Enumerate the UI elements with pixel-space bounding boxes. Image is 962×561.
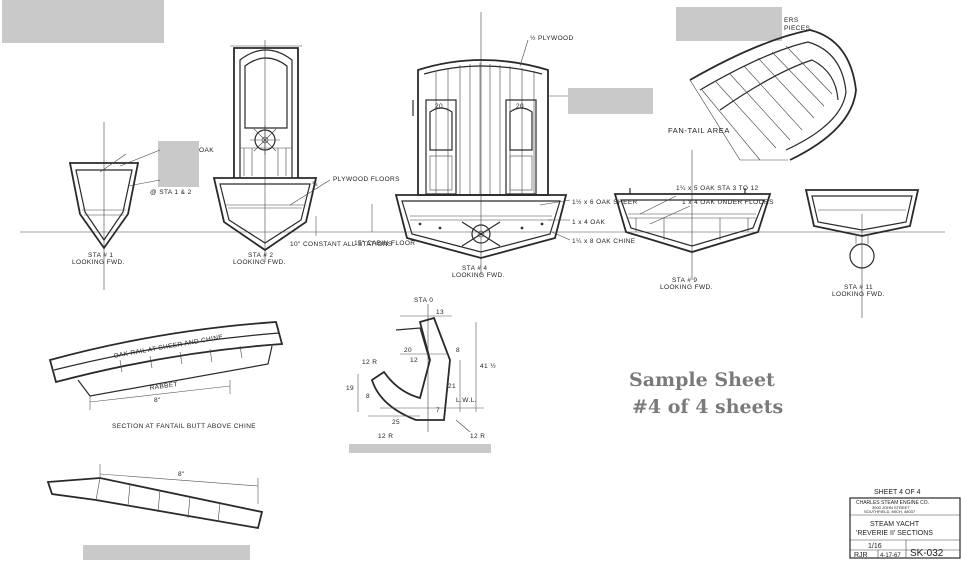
- title-block-city: SOUTHFIELD, MICH. 48037: [864, 509, 916, 514]
- label-constant-all-stations: 10" CONSTANT ALL STATIONS: [290, 241, 393, 248]
- label-dim-8-mid: 8": [154, 397, 161, 404]
- label-sta11-looking: LOOKING FWD.: [832, 291, 885, 298]
- station-11-section: [804, 189, 920, 318]
- label-oak-partial: OAK: [199, 147, 214, 154]
- label-dim-8-low: 8": [178, 471, 185, 478]
- label-dim-12r: 12 R: [362, 359, 377, 366]
- title-block-drawn: RJR: [854, 552, 868, 559]
- label-sta9-looking: LOOKING FWD.: [660, 284, 713, 291]
- label-plywood-floors-dim: ¾: [312, 181, 318, 188]
- watermark-line2: #4 of 4 sheets: [632, 396, 783, 418]
- label-dim-41: 41 ½: [480, 362, 496, 370]
- watermark-line1: Sample Sheet: [629, 369, 775, 391]
- label-fan-tail-area: FAN-TAIL AREA: [668, 126, 730, 135]
- redaction-box-sta1: [158, 141, 199, 187]
- label-ers-partial: ERS: [784, 17, 799, 24]
- label-sta-0: STA 0: [414, 297, 433, 304]
- label-sta9: STA # 9: [672, 277, 697, 284]
- label-oak-1x4-mid: 1 x 4 OAK: [572, 219, 605, 226]
- station-2-section: [212, 40, 331, 262]
- label-sta-3-to-12: 1¼ x 5 OAK STA 3 TO 12: [676, 185, 759, 192]
- label-dim-19: 19: [346, 385, 354, 392]
- label-dim-25: 25: [392, 419, 400, 426]
- label-lwl: L.W.L.: [456, 397, 477, 404]
- redaction-box-sta4: [568, 88, 653, 114]
- label-dim-7: 7: [436, 407, 440, 414]
- label-sta4: STA # 4: [462, 265, 487, 272]
- label-sheer-oak: 1½ x 6 OAK SHEER: [572, 198, 638, 206]
- label-oak-rail: OAK RAIL AT SHEER AND CHINE: [113, 334, 224, 360]
- label-under-floors: 1 x 4 OAK UNDER FLOORS: [682, 199, 774, 206]
- label-dim-12r-b: 12 R: [378, 433, 393, 440]
- label-door-dim-right: 20: [516, 103, 524, 110]
- label-dim-12r-c: 12 R: [470, 433, 485, 440]
- title-block-date: 4-17-67: [880, 553, 901, 559]
- redaction-box-top-left: [2, 0, 164, 43]
- title-block-title2: 'REVERIE II' SECTIONS: [856, 530, 933, 537]
- title-block-title1: STEAM YACHT: [870, 521, 920, 528]
- label-dim-21: 21: [448, 383, 456, 390]
- fantail-perspective: [689, 29, 857, 161]
- label-sta2-looking: LOOKING FWD.: [233, 259, 286, 266]
- station-1-section: [68, 122, 161, 290]
- label-sta11: STA # 11: [844, 284, 873, 291]
- label-sta-1-2: @ STA 1 & 2: [150, 189, 192, 196]
- label-chine-oak: 1¼ x 8 OAK CHINE: [572, 238, 636, 245]
- label-door-dim-left: 20: [435, 103, 443, 110]
- title-block-scale: 1/16: [868, 543, 882, 550]
- title-block-sheet: SHEET 4 OF 4: [874, 489, 921, 496]
- label-dim-13: 13: [436, 309, 444, 316]
- redaction-box-top-right: [676, 7, 782, 41]
- rail-detail-bottom: [46, 464, 264, 530]
- title-block-company: CHARLES STEAM ENGINE CO.: [856, 500, 929, 506]
- fantail-butt-section: [48, 321, 284, 410]
- label-dim-20: 20: [404, 347, 412, 354]
- title-block-address: 3000 JOHN STREET: [872, 505, 910, 510]
- label-cabin-floor: 15" CABIN FLOOR: [354, 240, 415, 247]
- stem-profile-detail: [357, 304, 484, 433]
- label-sta1: STA # 1: [88, 252, 113, 259]
- label-plywood-floors: PLYWOOD FLOORS: [333, 176, 400, 183]
- label-dim-8b: 8: [366, 393, 370, 400]
- label-dim-12: 12: [410, 357, 418, 364]
- label-sta4-looking: LOOKING FWD.: [452, 272, 505, 279]
- station-4-section: [394, 12, 571, 275]
- label-dim-8: 8: [456, 347, 460, 354]
- label-sta2: STA # 2: [248, 252, 273, 259]
- redaction-box-bottom-caption: [83, 545, 250, 560]
- label-plywood-top: ½ PLYWOOD: [530, 34, 574, 42]
- title-block-number: SK-032: [910, 548, 944, 559]
- label-rabbet: RABBET: [149, 381, 178, 392]
- label-pieces-partial: PIECES: [784, 25, 811, 32]
- title-block: [849, 497, 961, 559]
- station-9-section: [613, 150, 772, 280]
- label-section-fantail: SECTION AT FANTAIL BUTT ABOVE CHINE: [112, 423, 256, 430]
- label-sta1-looking: LOOKING FWD.: [72, 259, 125, 266]
- redaction-box-section-caption: [349, 444, 491, 453]
